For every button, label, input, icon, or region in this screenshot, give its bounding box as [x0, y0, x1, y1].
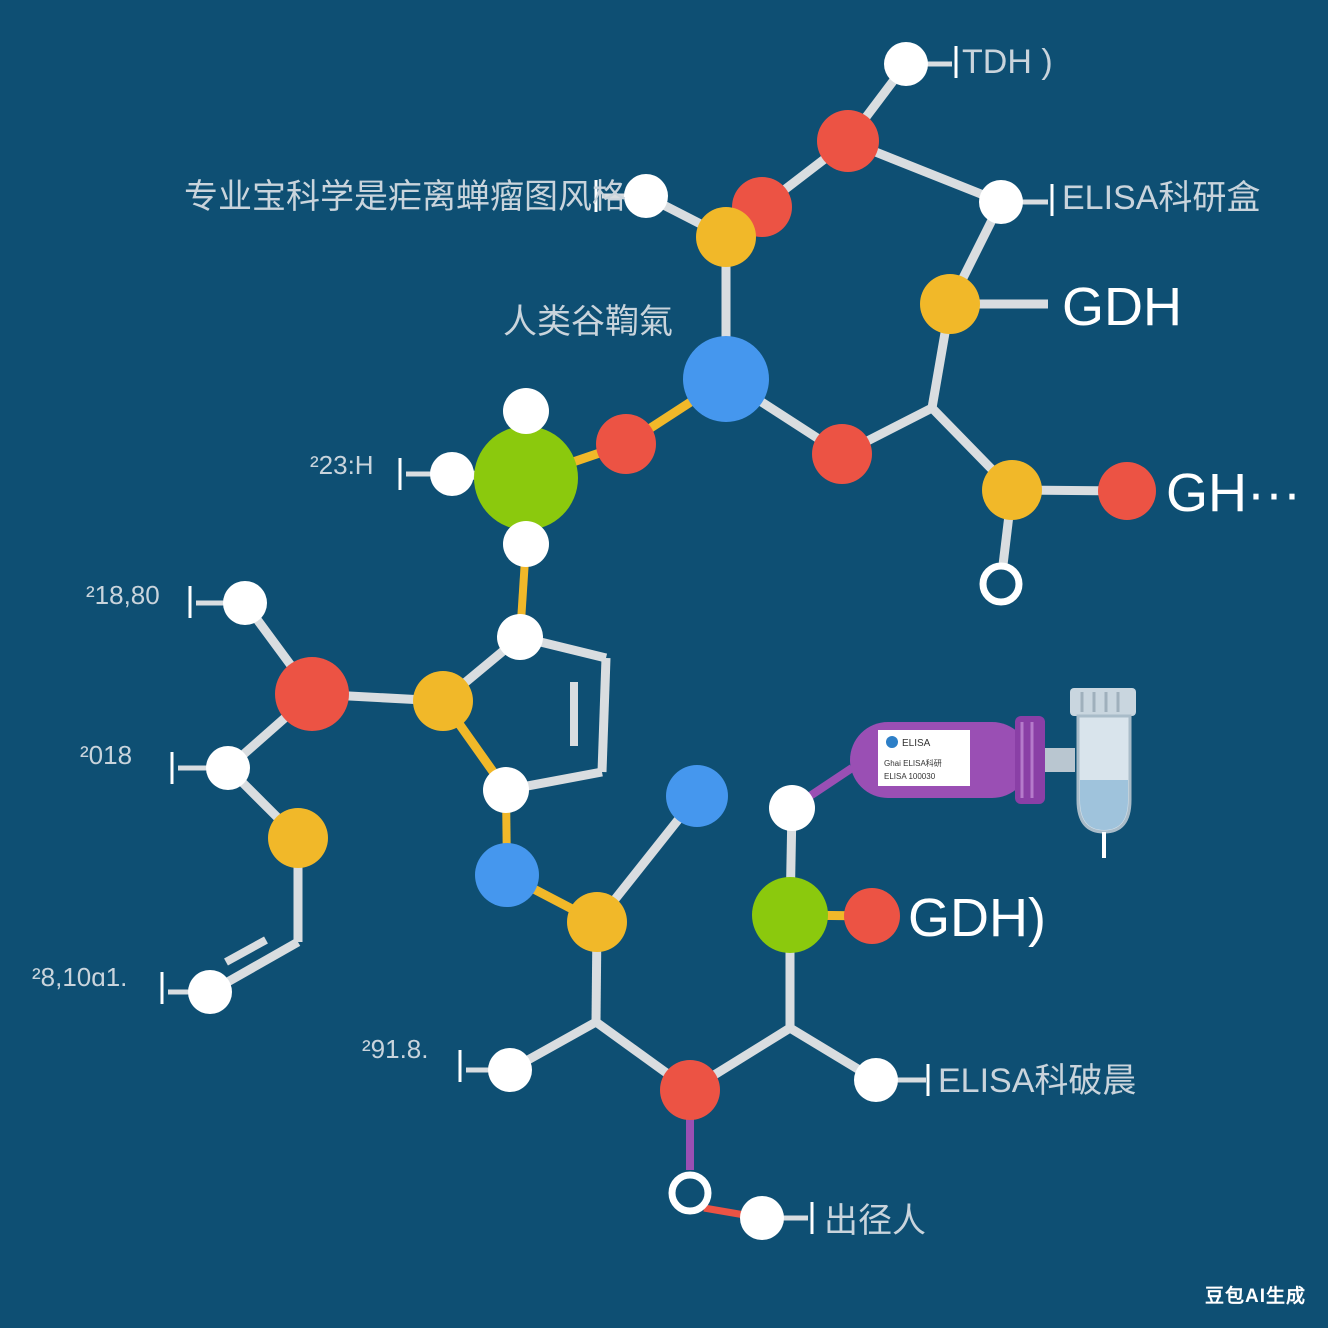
atom-green-h-left [430, 452, 474, 496]
gh-label: GH··· [1166, 463, 1301, 523]
atom-h-018 [206, 746, 250, 790]
code-label-018: ²018 [80, 740, 132, 770]
tube-brand: ELISA [902, 738, 931, 749]
atom-yellow-gh [982, 460, 1042, 520]
tube-line1: Ghai ELISA科研 [884, 758, 942, 768]
brand-icon [886, 736, 898, 748]
atom-red-gdh-bot [844, 888, 900, 944]
label-ticks [160, 46, 1054, 1234]
code-label-23: ²23:H [310, 450, 374, 480]
atom-red-gh [1098, 462, 1156, 520]
atom-gdh-y [920, 274, 980, 334]
code-label-91: ²91.8. [362, 1034, 429, 1064]
atom-ring-h-bot [483, 767, 529, 813]
atom-red-left-big [275, 657, 349, 731]
tube-connector [1045, 748, 1075, 772]
atom-elisa-h [979, 180, 1023, 224]
atom-h-8 [188, 970, 232, 1014]
vial-cap [1070, 688, 1136, 716]
atom-h-tube [769, 785, 815, 831]
tube-line2: ELISA 100030 [884, 772, 936, 781]
elisa-bottom-label: ELISA科破晨 [938, 1062, 1136, 1100]
oxygen-ring-bottom [668, 1171, 712, 1215]
tube-cap [1015, 716, 1045, 804]
atoms-group [188, 42, 1156, 1240]
atom-blue-ring [475, 843, 539, 907]
atom-red-bottom [660, 1060, 720, 1120]
atom-ring-h-top [497, 614, 543, 660]
atom-green-h-top [503, 388, 549, 434]
bonds-group [168, 61, 1128, 1222]
double-bond-1 [224, 936, 268, 966]
atom-red-right [812, 424, 872, 484]
oxygen-ring-right [979, 562, 1023, 606]
atom-h-91 [488, 1048, 532, 1092]
atom-h-18 [223, 581, 267, 625]
atom-top-o [817, 110, 879, 172]
atom-yellow-top [696, 207, 756, 267]
elisa-kit-label: ELISA科研盒 [1062, 179, 1260, 217]
tdh-label: TDH ) [962, 43, 1053, 81]
gdh-label-top: GDH [1062, 277, 1182, 337]
header-label: 专业宝科学是疟离蝉瘤图风格 [184, 178, 626, 216]
test-tube-illustration: ELISA Ghai ELISA科研 ELISA 100030 [850, 688, 1136, 858]
atom-h-person [740, 1196, 784, 1240]
code-label-18: ²18,80 [86, 580, 160, 610]
atom-blue-center [683, 336, 769, 422]
watermark: 豆包AI生成 [1204, 1286, 1306, 1307]
vial-liquid [1080, 780, 1128, 830]
atom-red-left [596, 414, 656, 474]
bond-25 [597, 657, 611, 773]
people-label: 人类谷鞫氣 [503, 303, 673, 341]
atom-h-elisa-bot [854, 1058, 898, 1102]
atom-yellow-ring [413, 671, 473, 731]
atom-yellow-left [268, 808, 328, 868]
gdh-label-bottom: GDH) [908, 888, 1046, 948]
atom-green-h-bot [503, 521, 549, 567]
code-label-8: ²8,10ɑ1. [32, 962, 127, 992]
atom-green-top [474, 426, 578, 530]
atom-header-h [624, 174, 668, 218]
bottom-person-label: 出径人 [824, 1202, 926, 1240]
atom-yellow-bottom [567, 892, 627, 952]
atom-green-bottom [752, 877, 828, 953]
atom-blue-top-right [666, 765, 728, 827]
atom-tdh-h [884, 42, 928, 86]
